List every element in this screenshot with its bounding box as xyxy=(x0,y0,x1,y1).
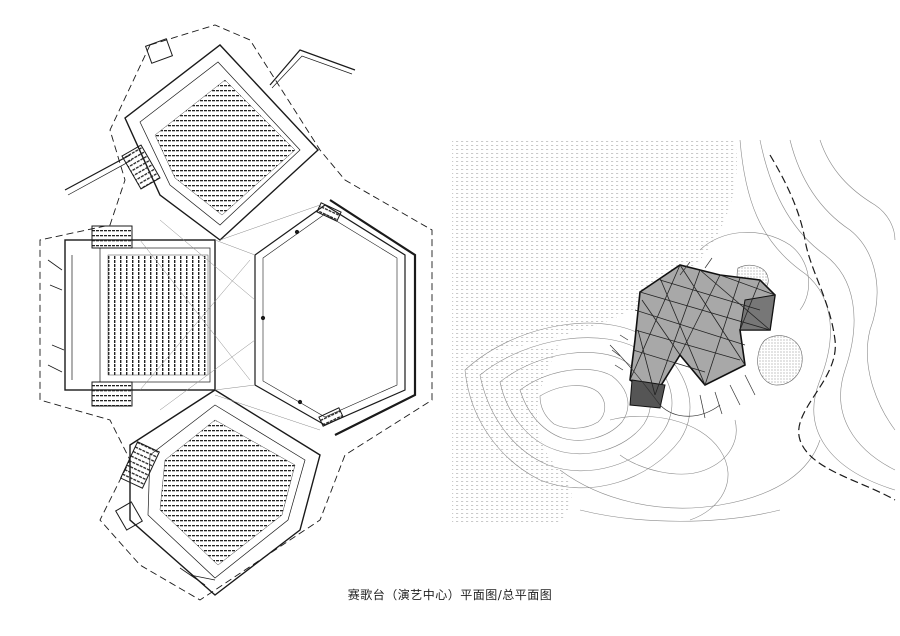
upper-seating xyxy=(154,79,296,216)
left-wing xyxy=(47,225,216,407)
left-seating xyxy=(107,254,209,376)
stippled-area xyxy=(757,335,803,386)
terrain-dots xyxy=(452,140,737,360)
contour-lines xyxy=(464,139,896,522)
upper-stair xyxy=(121,144,161,190)
radial-lines xyxy=(139,204,321,431)
site-boundary-dashed xyxy=(39,24,433,601)
lower-wing xyxy=(115,389,321,596)
floor-plan xyxy=(39,24,433,601)
figure-caption: 赛歌台（演艺中心）平面图/总平面图 xyxy=(347,588,553,602)
site-plan xyxy=(452,139,896,522)
upper-wing xyxy=(64,38,356,241)
site-boundary-right xyxy=(769,154,896,501)
building-roof xyxy=(629,264,776,409)
site-details xyxy=(609,257,756,419)
roof-grid xyxy=(629,264,776,396)
stage xyxy=(254,199,417,436)
lower-seating xyxy=(159,419,296,566)
